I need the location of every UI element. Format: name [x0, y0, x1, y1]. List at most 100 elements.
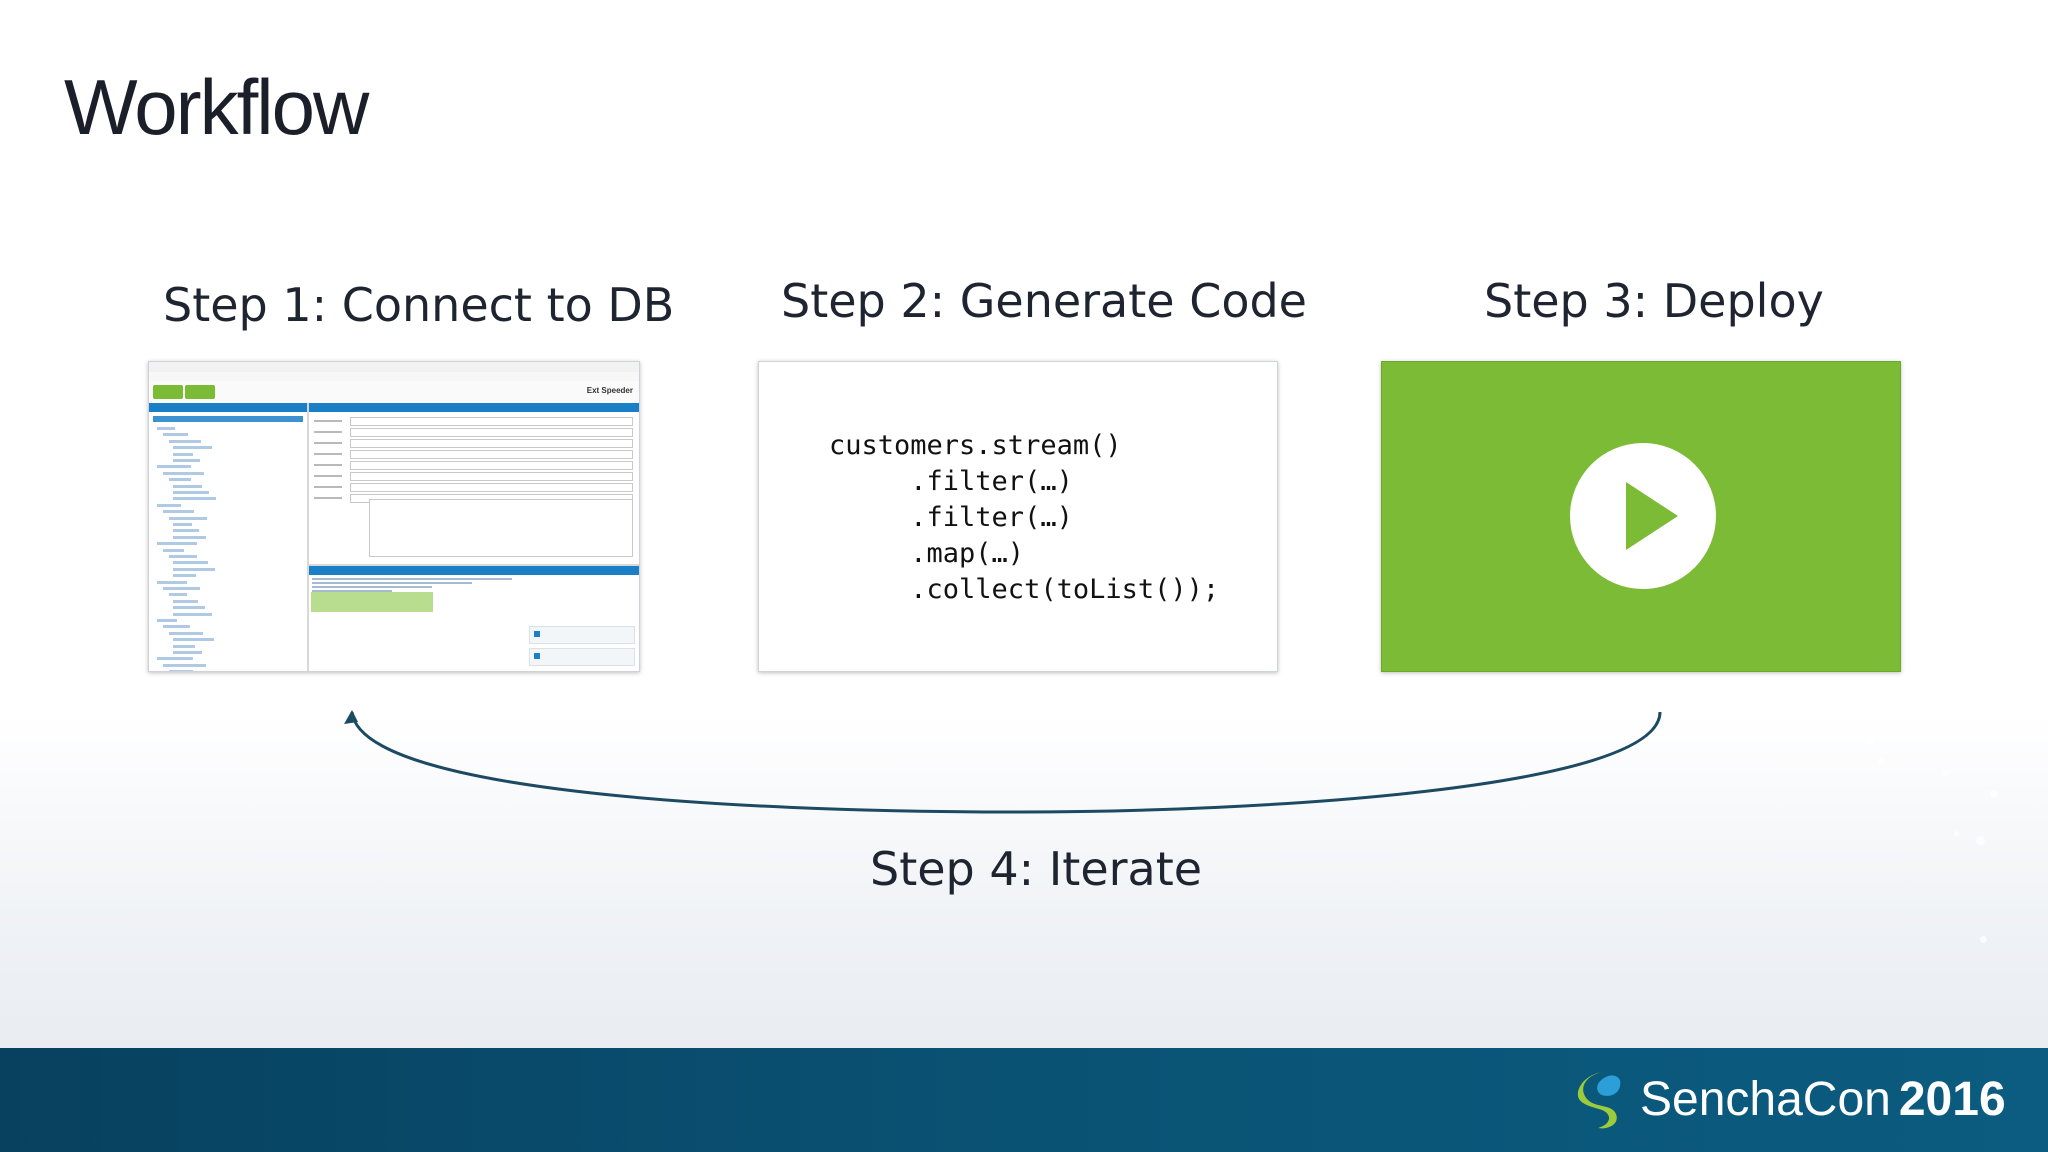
- mini-tree-item: [163, 548, 184, 552]
- mini-tree-header: [149, 403, 307, 412]
- mini-output-header: [309, 566, 639, 575]
- mini-tree-item: [173, 497, 216, 501]
- code-line: .filter(…): [829, 502, 1073, 533]
- mini-tree-item: [173, 452, 193, 456]
- app-screenshot: Ext Speeder: [148, 361, 640, 672]
- mini-tree-item: [173, 561, 208, 565]
- mini-tree-item: [163, 625, 190, 629]
- mini-form-field: [350, 417, 633, 426]
- mini-form-field: [350, 472, 633, 481]
- info-icon: [534, 631, 540, 637]
- mini-tree-item: [157, 619, 177, 622]
- step-1-label: Step 1: Connect to DB: [163, 278, 675, 332]
- mini-tree-item: [169, 439, 201, 443]
- mini-tree-item: [163, 471, 204, 475]
- slide-title: Workflow: [64, 63, 369, 151]
- mini-output-panel: [309, 564, 639, 671]
- mini-toolbar-button: [153, 385, 183, 399]
- mini-tree-item: [163, 663, 206, 667]
- mini-output-line: [312, 582, 472, 584]
- mini-form-row: [314, 439, 633, 448]
- mini-notification: [529, 648, 635, 666]
- mini-form-label: [314, 453, 342, 455]
- footer-year: 2016: [1898, 1073, 2006, 1126]
- decor-dot: [1942, 770, 1948, 776]
- deploy-panel[interactable]: [1381, 361, 1901, 672]
- code-line: customers.stream(): [829, 430, 1122, 461]
- mini-form-row: [314, 472, 633, 481]
- mini-tree-item: [173, 491, 209, 494]
- mini-tree-item: [157, 542, 197, 546]
- mini-output-line: [312, 590, 392, 592]
- decor-dot: [1976, 836, 1985, 845]
- mini-form-row: [314, 450, 633, 459]
- mini-tree-item: [173, 651, 202, 654]
- code-line: .map(…): [829, 538, 1025, 569]
- mini-form-field: [350, 450, 633, 459]
- mini-tree-item: [157, 580, 187, 584]
- play-button[interactable]: [1570, 443, 1716, 589]
- mini-form-row: [314, 428, 633, 437]
- mini-form-row: [314, 483, 633, 492]
- mini-output-success: [311, 592, 433, 612]
- step-4-label: Step 4: Iterate: [870, 842, 1203, 896]
- decor-dot: [1878, 758, 1885, 765]
- mini-output-line: [312, 578, 512, 580]
- mini-tree-item: [173, 446, 212, 450]
- mini-tree-item: [173, 523, 192, 526]
- step-3-label: Step 3: Deploy: [1484, 274, 1824, 328]
- mini-tree-item: [157, 427, 175, 430]
- mini-form-label: [314, 431, 342, 433]
- mini-form-row: [314, 417, 633, 426]
- mini-output-line: [312, 586, 432, 588]
- mini-form-label: [314, 475, 342, 477]
- mini-tree-item: [163, 510, 194, 514]
- mini-form-header: [309, 403, 639, 412]
- play-icon: [1626, 482, 1678, 550]
- mini-tree-item: [157, 503, 181, 507]
- mini-form-label: [314, 420, 342, 422]
- step-2-label: Step 2: Generate Code: [781, 274, 1307, 328]
- mini-form-field: [350, 483, 633, 492]
- sencha-logo-icon: [1577, 1072, 1621, 1129]
- mini-tree-item: [173, 574, 196, 578]
- mini-form-panel: [309, 403, 639, 565]
- mini-tree-item: [173, 599, 198, 603]
- mini-brand-label: Ext Speeder: [586, 386, 633, 395]
- mini-tree-item: [163, 587, 200, 590]
- code-line: .collect(toList());: [829, 574, 1220, 605]
- mini-tree-item: [173, 459, 200, 462]
- mini-tree-item: [169, 516, 207, 520]
- decor-dot: [1980, 936, 1987, 943]
- footer-brand-name: SenchaCon: [1640, 1073, 1891, 1126]
- mini-tree-item: [173, 567, 215, 571]
- mini-tree-item: [173, 612, 212, 616]
- mini-form-label: [314, 464, 342, 466]
- mini-tree-item: [157, 657, 193, 661]
- mini-tree-item: [173, 638, 214, 642]
- code-line: .filter(…): [829, 466, 1073, 497]
- mini-tree-item: [157, 465, 191, 469]
- mini-tree-item: [173, 644, 195, 648]
- mini-toolbar-button: [185, 385, 215, 399]
- mini-tree-item: [173, 484, 202, 488]
- mini-form-field: [350, 428, 633, 437]
- mini-tree-item: [169, 670, 193, 671]
- mini-tree-item: [163, 433, 188, 437]
- mini-form-label: [314, 486, 342, 488]
- decor-dot: [1865, 736, 1874, 745]
- code-panel: customers.stream() .filter(…) .filter(…)…: [758, 361, 1278, 672]
- mini-form-field: [350, 439, 633, 448]
- mini-form-label: [314, 442, 342, 444]
- mini-form-row: [314, 461, 633, 470]
- mini-form-label: [314, 497, 342, 499]
- decor-dot: [1954, 831, 1959, 836]
- mini-tree-item: [173, 529, 199, 533]
- mini-textarea: [369, 499, 633, 557]
- mini-tree-item: [169, 593, 187, 597]
- mini-form-field: [350, 461, 633, 470]
- mini-tree-item: [173, 535, 206, 539]
